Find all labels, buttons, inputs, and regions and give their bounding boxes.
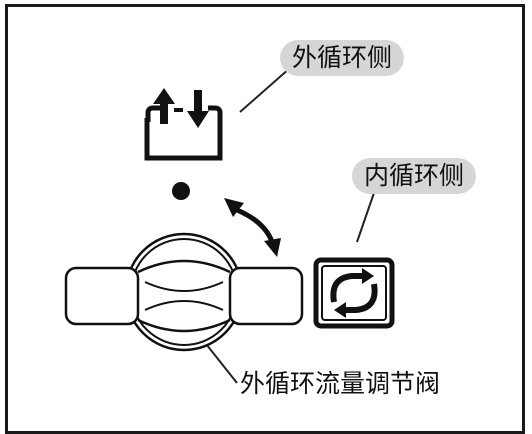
valve-label: 外循环流量调节阀 (240, 366, 441, 402)
double-curved-arrow (224, 198, 281, 257)
inner-circulation-label: 内循环侧 (352, 158, 477, 194)
indicator-dot (172, 182, 190, 200)
diagram-artwork (64, 67, 395, 384)
diagram-frame (5, 4, 525, 434)
outer-leader-line (239, 67, 291, 113)
valve-dial (64, 232, 304, 352)
inner-leader-line (356, 189, 376, 243)
fresh-air-exchange-icon (144, 88, 223, 161)
recirculation-icon (313, 257, 395, 329)
outer-circulation-label: 外循环侧 (280, 40, 405, 76)
diagram: 外循环侧 内循环侧 外循环流量调节阀 (5, 4, 525, 434)
